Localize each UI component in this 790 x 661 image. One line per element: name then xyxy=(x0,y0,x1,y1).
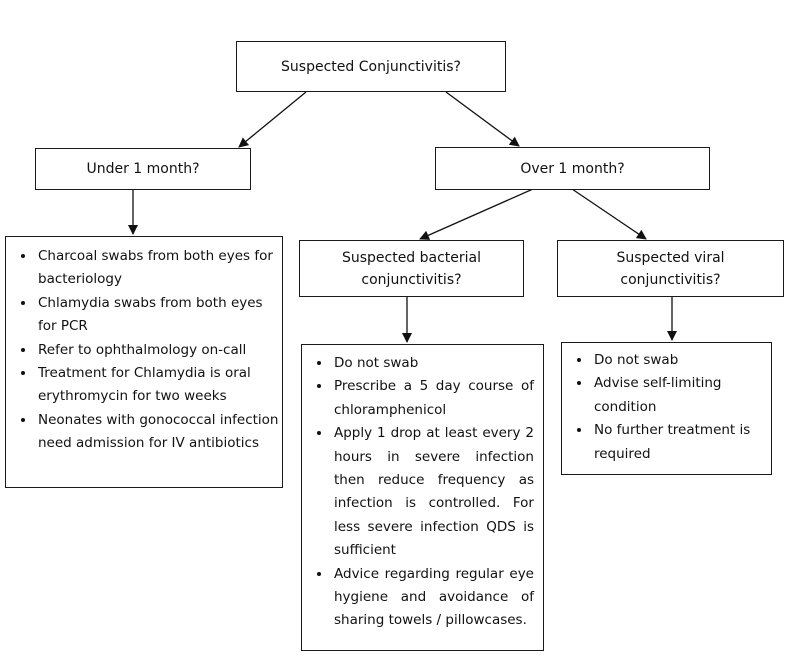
under-one-month-label: Under 1 month? xyxy=(86,161,200,177)
list-item: Do not swab xyxy=(592,349,771,372)
viral-label-line2: conjunctivitis? xyxy=(620,271,721,288)
arrow-over-one-month-to-viral xyxy=(571,188,647,240)
under-one-month-actions-box: Charcoal swabs from both eyes for bacter… xyxy=(5,236,283,488)
list-item: Chlamydia swabs from both eyes for PCR xyxy=(36,292,282,339)
over-one-month-label: Over 1 month? xyxy=(520,160,625,177)
list-item: Advice regarding regular eye hygiene and… xyxy=(332,563,534,633)
viral-actions-list: Do not swab Advise self-limiting conditi… xyxy=(562,349,771,466)
viral-label-line1: Suspected viral xyxy=(616,249,725,266)
arrow-over-one-month-to-bacterial xyxy=(419,188,534,240)
viral-question-box: Suspected viral conjunctivitis? xyxy=(557,240,784,297)
arrow-root-to-over-one-month xyxy=(445,91,520,147)
under-one-month-actions-list: Charcoal swabs from both eyes for bacter… xyxy=(6,245,282,456)
list-item: Treatment for Chlamydia is oral erythrom… xyxy=(36,362,282,409)
under-one-month-question-box: Under 1 month? xyxy=(35,148,251,190)
list-item: Do not swab xyxy=(332,352,534,375)
root-question-box: Suspected Conjunctivitis? xyxy=(236,41,506,92)
root-question-label: Suspected Conjunctivitis? xyxy=(281,58,461,75)
bacterial-actions-box: Do not swab Prescribe a 5 day course of … xyxy=(301,344,544,651)
bacterial-label-line2: conjunctivitis? xyxy=(361,271,462,288)
over-one-month-question-box: Over 1 month? xyxy=(435,147,710,190)
arrow-root-to-under-one-month xyxy=(238,91,307,148)
bacterial-question-box: Suspected bacterial conjunctivitis? xyxy=(299,240,524,297)
list-item: Refer to ophthalmology on-call xyxy=(36,339,282,362)
list-item: Prescribe a 5 day course of chlorampheni… xyxy=(332,375,534,422)
list-item: No further treatment is required xyxy=(592,419,771,466)
viral-actions-box: Do not swab Advise self-limiting conditi… xyxy=(561,342,772,475)
bacterial-label-line1: Suspected bacterial xyxy=(341,249,482,266)
list-item: Advise self-limiting condition xyxy=(592,372,771,419)
list-item: Neonates with gonococcal infection need … xyxy=(36,409,282,456)
list-item: Charcoal swabs from both eyes for bacter… xyxy=(36,245,282,292)
bacterial-actions-list: Do not swab Prescribe a 5 day course of … xyxy=(302,352,534,633)
list-item: Apply 1 drop at least every 2 hours in s… xyxy=(332,422,534,562)
